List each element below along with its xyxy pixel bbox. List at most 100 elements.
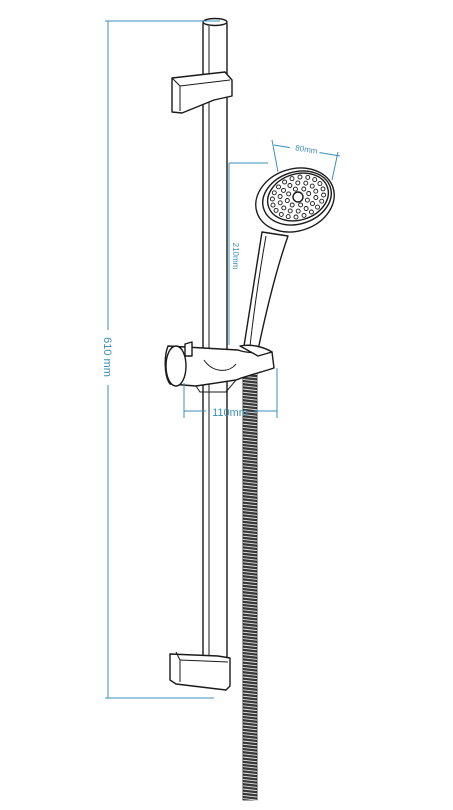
hose-stripe — [242, 378, 258, 382]
hose-stripe — [242, 506, 258, 510]
hose-stripe — [242, 622, 258, 625]
hose-stripe — [242, 465, 258, 468]
hose-stripe — [242, 590, 258, 593]
hose-stripe — [242, 583, 258, 587]
hose-stripe — [242, 756, 258, 760]
hose-stripe — [242, 538, 258, 542]
hose-stripe — [242, 647, 258, 651]
shower-hose — [242, 354, 258, 801]
spray-nozzle — [281, 187, 286, 193]
hose-stripe — [242, 500, 258, 504]
spray-nozzle — [273, 207, 279, 213]
spray-nozzle — [306, 191, 312, 196]
hose-stripe — [242, 455, 258, 459]
hose-stripe — [242, 612, 258, 616]
hose-stripe — [242, 433, 258, 436]
hose-stripe — [242, 682, 258, 686]
hose-stripe — [242, 737, 258, 740]
spray-nozzle — [270, 202, 276, 208]
spray-nozzle — [287, 208, 293, 214]
hose-stripe — [242, 385, 258, 388]
hose-stripe — [242, 394, 258, 398]
hose-stripe — [242, 513, 258, 516]
hose-stripe — [242, 558, 258, 561]
spray-nozzle — [312, 177, 318, 183]
spray-nozzle — [276, 184, 281, 190]
hose-stripe — [242, 580, 258, 584]
hose-stripe — [242, 602, 258, 606]
hose-stripe — [242, 638, 258, 641]
hose-stripe — [242, 426, 258, 430]
hose-stripe — [242, 510, 258, 513]
hose-stripe — [242, 698, 258, 702]
hose-stripe — [242, 708, 258, 712]
hose-stripe — [242, 526, 258, 529]
hose-stripe — [242, 740, 258, 744]
spray-nozzle — [287, 183, 293, 188]
hose-stripe — [242, 545, 258, 548]
spray-nozzle — [301, 186, 307, 192]
head-height-dimension: 210mm — [228, 162, 268, 345]
hose-stripe — [242, 721, 258, 724]
hose-stripe — [242, 570, 258, 574]
hose-stripe — [242, 727, 258, 731]
hose-stripe — [242, 497, 258, 500]
hose-stripe — [242, 551, 258, 555]
hose-stripe — [242, 670, 258, 673]
hose-stripe — [242, 641, 258, 644]
slider-width-dimension: 110mm — [183, 368, 278, 419]
hose-stripe — [242, 452, 258, 456]
hose-stripe — [242, 398, 258, 401]
hose-stripe — [242, 711, 258, 715]
hose-stripe — [242, 388, 258, 392]
hose-stripe — [242, 436, 258, 440]
hose-stripe — [242, 474, 258, 478]
spray-nozzle — [269, 196, 275, 202]
hose-stripe — [242, 718, 258, 721]
hose-stripe — [242, 724, 258, 728]
hose-stripe — [242, 634, 258, 638]
hose-stripe — [242, 650, 258, 654]
hose-stripe — [242, 487, 258, 491]
hose-stripe — [242, 782, 258, 785]
hose-stripe — [242, 618, 258, 622]
hose-stripe — [242, 471, 258, 475]
hose-stripe — [242, 420, 258, 424]
spray-nozzle — [282, 179, 288, 185]
spray-nozzle — [293, 214, 299, 220]
spray-nozzle — [285, 214, 291, 220]
hose-stripe — [242, 695, 258, 699]
hose-stripe — [242, 750, 258, 753]
spray-nozzle — [289, 202, 295, 208]
hose-stripe — [242, 484, 258, 488]
hose-stripe — [242, 574, 258, 577]
hose-stripe — [242, 503, 258, 507]
hose-stripe — [242, 702, 258, 705]
hose-stripe — [242, 404, 258, 408]
hose-stripe — [242, 391, 258, 395]
hose-stripe — [242, 606, 258, 609]
hose-stripe — [242, 609, 258, 612]
spray-nozzle — [271, 190, 277, 196]
hose-stripe — [242, 794, 258, 798]
hose-stripe — [242, 494, 258, 497]
spray-nozzle — [297, 174, 303, 180]
hose-stripe — [242, 705, 258, 708]
hose-stripe — [242, 730, 258, 734]
hose-stripe — [242, 439, 258, 443]
hose-stripe — [242, 462, 258, 465]
hose-stripe — [242, 516, 258, 520]
hose-stripe — [242, 577, 258, 580]
hose-stripe — [242, 663, 258, 667]
spray-nozzle — [281, 205, 287, 211]
hose-stripe — [242, 423, 258, 427]
hose-stripe — [242, 554, 258, 558]
hose-stripe — [242, 382, 258, 385]
spray-nozzle — [286, 191, 292, 197]
height-label: 610 mm — [101, 337, 113, 377]
hose-stripe — [242, 401, 258, 404]
hose-stripe — [242, 449, 258, 452]
spray-nozzle — [309, 183, 315, 189]
hose-stripe — [242, 759, 258, 763]
